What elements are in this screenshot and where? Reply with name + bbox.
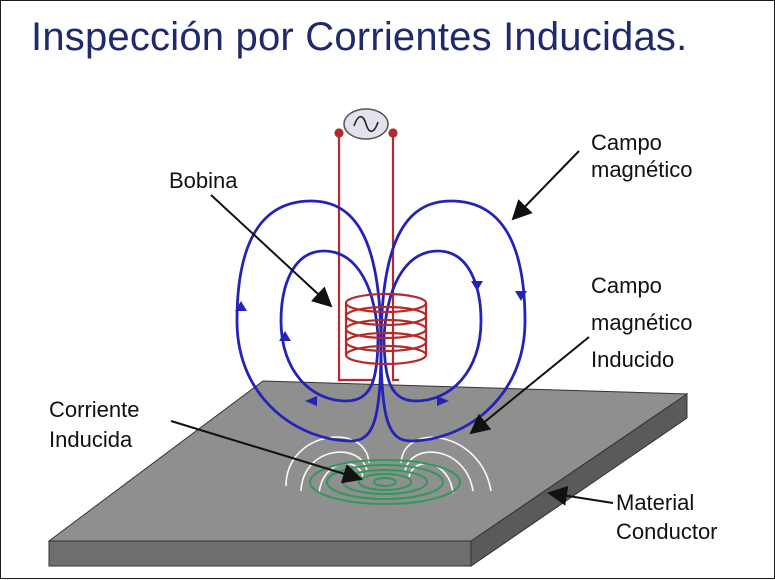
pointer-campo	[511, 150, 580, 221]
page-title: Inspección por Corrientes Inducidas.	[31, 15, 688, 59]
pointer-campo-inducido	[469, 336, 590, 435]
coil-circuit	[334, 128, 399, 382]
label-campo-line1: Campo	[591, 130, 662, 155]
label-material-line1: Material	[616, 490, 695, 515]
label-inducido-line3: Inducido	[591, 347, 675, 372]
coil-windings	[344, 292, 428, 366]
label-pointers	[170, 150, 614, 506]
pointer-corriente	[170, 420, 363, 484]
pointer-material	[547, 485, 614, 506]
label-campo-line2: magnético	[591, 157, 693, 182]
field-direction-arrows	[235, 281, 527, 406]
magnetic-field-lines	[235, 199, 527, 443]
label-inducido-line1: Campo	[591, 273, 662, 298]
label-material-line2: Conductor	[616, 519, 718, 544]
pointer-bobina	[210, 194, 333, 308]
ac-source-icon	[343, 108, 389, 140]
conductor-plate	[47, 380, 689, 567]
label-corriente-line2: Inducida	[49, 427, 133, 452]
label-inducido-line2: magnético	[591, 310, 693, 335]
label-bobina: Bobina	[169, 168, 238, 193]
label-corriente-line1: Corriente	[49, 397, 140, 422]
